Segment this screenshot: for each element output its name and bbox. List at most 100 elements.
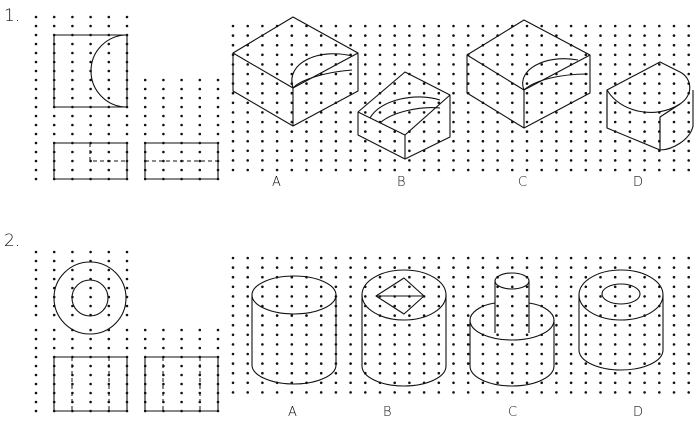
grid-dot [393, 333, 397, 337]
grid-dot [34, 277, 38, 281]
grid-dot [71, 268, 74, 272]
grid-dot [452, 295, 455, 298]
grid-dot [261, 256, 264, 260]
grid-dot [496, 352, 499, 356]
grid-dot [334, 159, 338, 162]
grid-dot [246, 82, 249, 85]
grid-dot [452, 256, 455, 260]
grid-dot [319, 304, 323, 308]
grid-dot [246, 285, 249, 289]
grid-dot [261, 362, 264, 365]
grid-dot [687, 343, 690, 346]
grid-dot [481, 285, 485, 289]
grid-dot [408, 120, 411, 124]
grid-dot [180, 364, 183, 368]
grid-dot [672, 314, 676, 317]
grid-dot [658, 101, 661, 105]
grid-dot [393, 352, 397, 356]
grid-dot [437, 295, 441, 298]
grid-dot [349, 91, 352, 95]
grid-dot [231, 285, 235, 289]
grid-dot [393, 314, 397, 317]
grid-dot [628, 314, 632, 317]
grid-dot [349, 381, 352, 385]
grid-dot [246, 304, 249, 308]
grid-dot [584, 352, 588, 356]
grid-dot [628, 275, 632, 279]
grid-dot [584, 168, 588, 172]
grid-dot [658, 295, 661, 298]
grid-dot [408, 371, 411, 375]
grid-dot [393, 130, 397, 133]
grid-dot [261, 130, 264, 133]
grid-dot [658, 168, 661, 172]
grid-dot [599, 266, 602, 269]
grid-dot [89, 304, 92, 308]
grid-dot [305, 63, 308, 66]
grid-dot [334, 275, 338, 279]
grid-dot [643, 304, 646, 308]
p2-option-b-solid [361, 269, 447, 387]
grid-dot [437, 91, 441, 95]
grid-dot [290, 314, 294, 317]
grid-dot [511, 333, 514, 337]
p2-label-b: B [383, 405, 392, 420]
grid-dot [511, 381, 514, 385]
grid-dot [180, 78, 183, 82]
grid-dot [422, 53, 426, 57]
grid-dot [672, 323, 676, 327]
grid-dot [613, 256, 617, 260]
grid-dot [89, 250, 92, 254]
grid-dot [162, 105, 165, 109]
grid-dot [125, 313, 129, 317]
grid-dot [599, 82, 602, 85]
grid-dot [275, 101, 279, 105]
grid-dot [687, 381, 690, 385]
grid-dot [466, 72, 470, 76]
grid-dot [437, 149, 441, 153]
grid-dot [305, 266, 308, 269]
grid-dot [319, 130, 323, 133]
grid-dot [466, 304, 470, 308]
grid-dot [290, 371, 294, 375]
grid-dot [599, 91, 602, 95]
grid-dot [143, 78, 147, 82]
grid-dot [89, 42, 92, 46]
grid-dot [319, 91, 323, 95]
grid-dot [628, 352, 632, 356]
grid-dot [452, 371, 455, 375]
grid-dot [599, 323, 602, 327]
grid-dot [275, 34, 279, 37]
grid-dot [246, 101, 249, 105]
grid-dot [107, 60, 111, 64]
grid-dot [107, 15, 111, 19]
grid-dot [672, 120, 676, 124]
grid-dot [422, 391, 426, 394]
grid-dot [290, 24, 294, 28]
grid-dot [34, 400, 38, 404]
grid-dot [52, 259, 56, 263]
grid-dot [198, 382, 202, 386]
grid-dot [540, 256, 543, 260]
grid-dot [408, 323, 411, 327]
grid-dot [643, 43, 646, 47]
grid-dot [52, 250, 56, 254]
grid-dot [290, 391, 294, 394]
grid-dot [422, 24, 426, 28]
grid-dot [599, 24, 602, 28]
p1-option-a-solid [232, 16, 359, 127]
grid-dot [628, 63, 632, 66]
grid-dot [481, 362, 485, 365]
grid-dot [349, 314, 352, 317]
grid-dot [687, 149, 690, 153]
grid-dot [246, 149, 249, 153]
grid-dot [349, 34, 352, 37]
grid-dot [555, 149, 558, 153]
grid-dot [628, 159, 632, 162]
grid-dot [261, 168, 264, 172]
grid-dot [687, 130, 690, 133]
grid-dot [275, 120, 279, 124]
grid-dot [408, 53, 411, 57]
grid-dot [71, 51, 74, 55]
grid-dot [569, 24, 573, 28]
